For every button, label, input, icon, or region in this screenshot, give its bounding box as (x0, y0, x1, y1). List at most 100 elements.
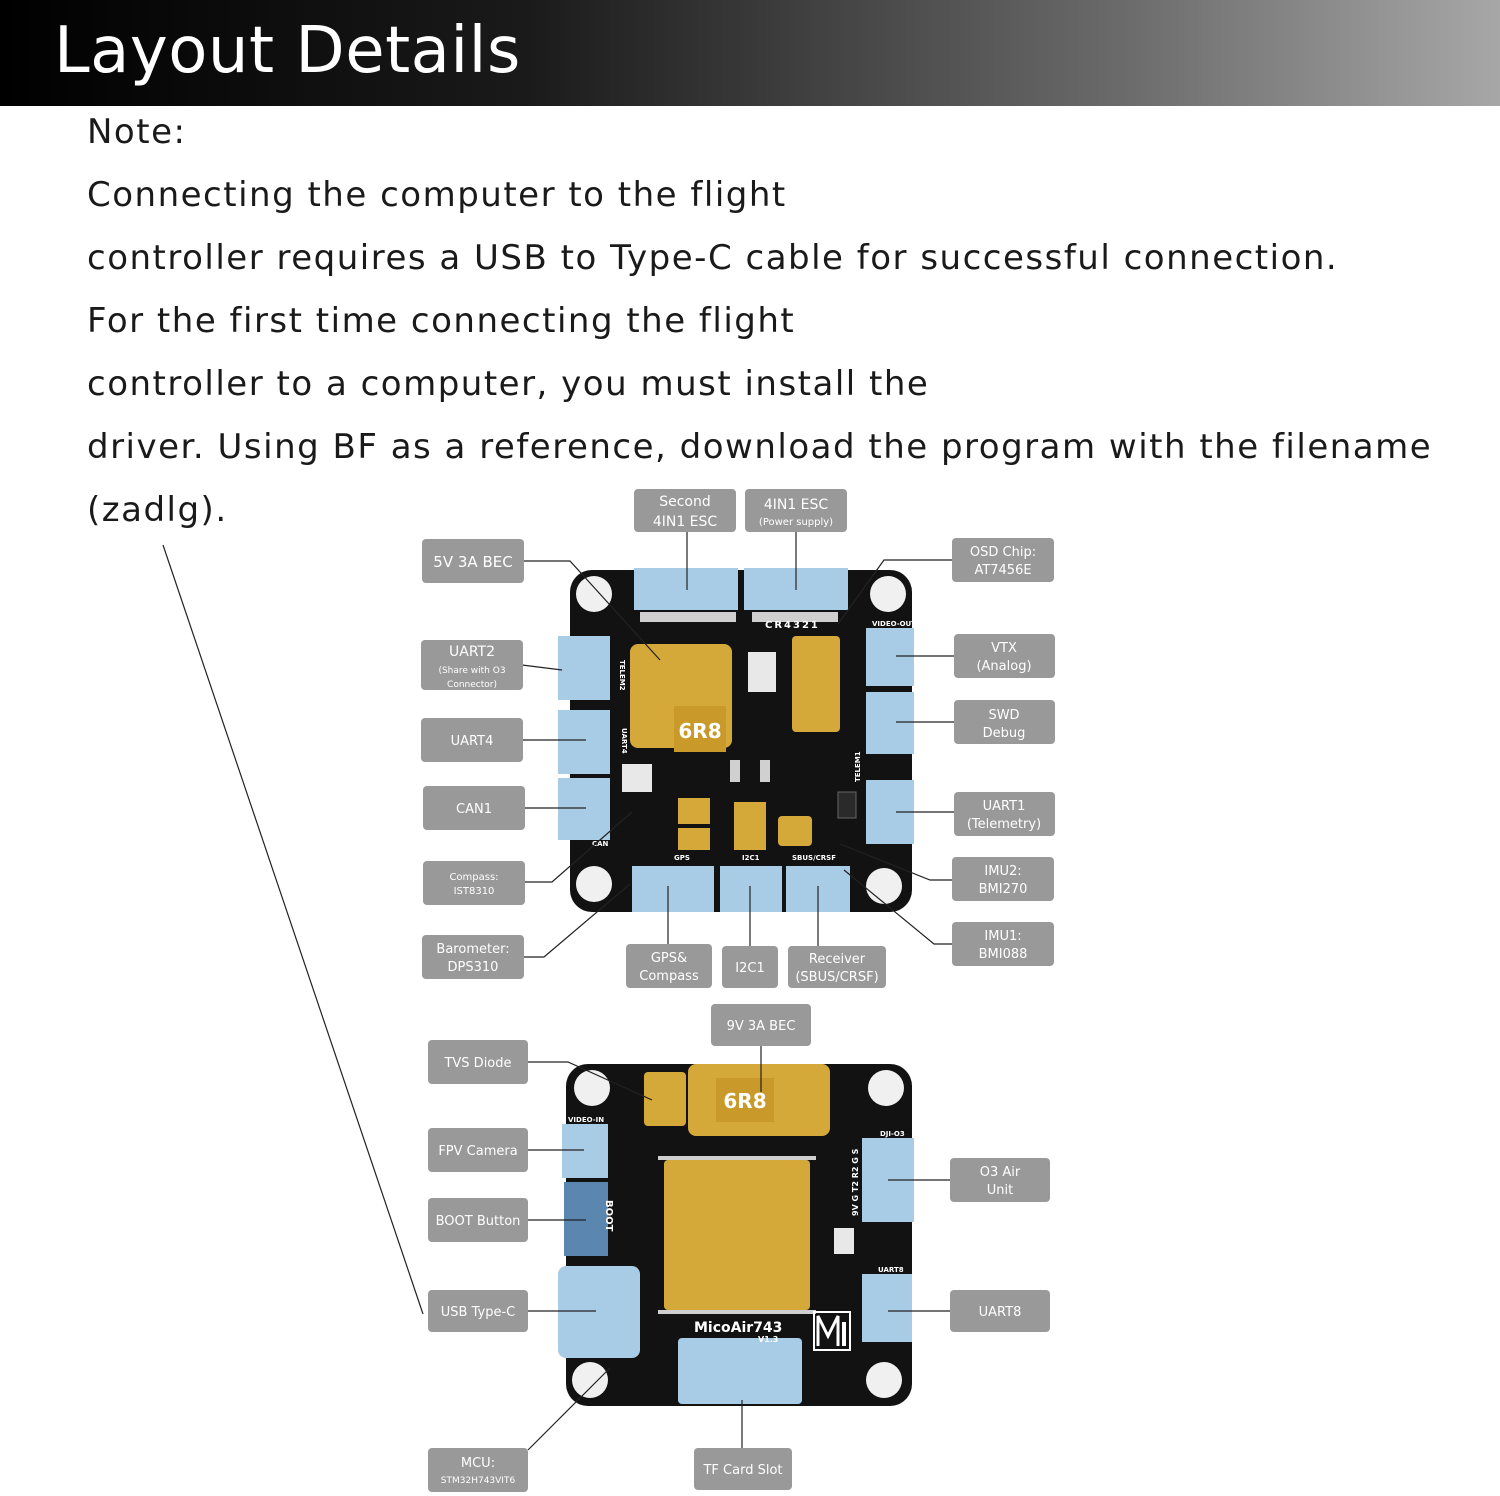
mount-hole (572, 1362, 608, 1398)
inductor-label: 6R8 (678, 719, 721, 743)
title-banner: Layout Details (0, 0, 1500, 106)
silk-telem2: TELEM2 (618, 660, 626, 691)
top-labels: Second 4IN1 ESC 4IN1 ESC (Power supply) … (421, 489, 1055, 988)
silk-pins: 9V G T2 R2 G S (851, 1148, 860, 1216)
label-imu1: IMU1: BMI088 (952, 922, 1054, 966)
svg-text:(Power supply): (Power supply) (759, 517, 833, 528)
tf-card-slot (678, 1338, 802, 1404)
crystal (748, 652, 776, 692)
label-uart4: UART4 (421, 718, 523, 762)
svg-text:(Analog): (Analog) (976, 659, 1031, 674)
label-uart1: UART1 (Telemetry) (954, 792, 1055, 836)
bottom-labels: 9V 3A BEC TVS Diode FPV Camera BOOT Butt… (428, 1004, 1050, 1492)
svg-text:UART4: UART4 (451, 734, 494, 749)
label-tvs: TVS Diode (428, 1040, 528, 1084)
svg-text:SWD: SWD (988, 708, 1019, 723)
svg-text:Compass:: Compass: (449, 872, 498, 883)
svg-text:BOOT Button: BOOT Button (436, 1214, 521, 1229)
label-swd: SWD Debug (954, 700, 1055, 744)
label-9v-bec: 9V 3A BEC (711, 1004, 811, 1046)
svg-text:STM32H743VIT6: STM32H743VIT6 (441, 1476, 516, 1486)
label-boot: BOOT Button (428, 1198, 528, 1242)
label-receiver: Receiver (SBUS/CRSF) (788, 946, 886, 988)
imu1-chip (734, 802, 766, 850)
pin-header (640, 612, 736, 622)
smd-part (760, 760, 770, 782)
svg-text:I2C1: I2C1 (735, 961, 764, 976)
can-connector (558, 778, 610, 840)
silk-cr4321: CR4321 (765, 620, 820, 631)
top-board: 6R8 CR4321 VIDEO-OUT TELEM2 UART4 TELEM1… (558, 568, 916, 912)
gps-connector (632, 866, 714, 912)
note-line: For the first time connecting the flight (87, 301, 796, 341)
silk-uart4: UART4 (620, 728, 628, 754)
mcu-pins (658, 1310, 816, 1314)
label-fpv: FPV Camera (428, 1128, 528, 1172)
svg-text:Debug: Debug (983, 726, 1026, 741)
note-line: (zadlg). (87, 490, 228, 530)
svg-text:TF Card Slot: TF Card Slot (702, 1463, 782, 1478)
svg-text:UART2: UART2 (449, 644, 495, 660)
silk-can: CAN (592, 840, 609, 848)
baro-chip (678, 828, 710, 850)
silk-version: V1.3 (758, 1335, 778, 1344)
svg-text:UART8: UART8 (979, 1305, 1022, 1320)
silk-sbus: SBUS/CRSF (792, 854, 836, 862)
svg-text:IST8310: IST8310 (454, 886, 495, 897)
uart8-connector (862, 1274, 912, 1342)
compass-chip (678, 798, 710, 824)
top-leader-lines (521, 532, 954, 958)
svg-text:DPS310: DPS310 (448, 960, 499, 975)
svg-text:IMU2:: IMU2: (984, 864, 1021, 879)
svg-text:FPV Camera: FPV Camera (438, 1144, 517, 1159)
esc2-connector (634, 568, 738, 610)
svg-text:VTX: VTX (991, 641, 1017, 656)
label-esc-power: 4IN1 ESC (Power supply) (745, 489, 847, 532)
silk-i2c: I2C1 (742, 854, 760, 862)
pin-header (752, 612, 838, 622)
inductor (674, 706, 726, 752)
smd-part (837, 791, 857, 819)
svg-text:BMI270: BMI270 (979, 882, 1028, 897)
silk-brand: MicoAir743 (694, 1320, 782, 1336)
label-imu2: IMU2: BMI270 (952, 857, 1054, 901)
svg-text:Second: Second (659, 494, 711, 510)
mount-hole (576, 576, 612, 612)
note-line: Connecting the computer to the flight (87, 175, 787, 215)
imu2-chip (778, 816, 812, 846)
swd-connector (866, 692, 914, 754)
mount-hole (868, 1070, 904, 1106)
label-can1: CAN1 (423, 786, 525, 830)
smd-part (730, 760, 740, 782)
smd-part (622, 764, 652, 792)
silk-telem1: TELEM1 (854, 751, 862, 782)
usb-c-port (558, 1266, 640, 1358)
svg-text:5V 3A BEC: 5V 3A BEC (433, 553, 512, 571)
label-mcu: MCU: STM32H743VIT6 (428, 1448, 528, 1492)
svg-text:4IN1 ESC: 4IN1 ESC (653, 514, 718, 530)
label-osd: OSD Chip: AT7456E (952, 538, 1054, 582)
svg-text:9V 3A BEC: 9V 3A BEC (727, 1019, 796, 1034)
mount-hole (576, 866, 612, 902)
mount-hole (574, 1070, 610, 1106)
svg-text:BMI088: BMI088 (979, 947, 1028, 962)
mcu-pins (658, 1156, 816, 1160)
note-line: controller requires a USB to Type-C cabl… (87, 238, 1339, 278)
svg-text:(Share with O3: (Share with O3 (438, 666, 505, 676)
label-uart2: UART2 (Share with O3 Connector) (421, 640, 523, 690)
label-vtx: VTX (Analog) (954, 634, 1055, 678)
svg-text:Barometer:: Barometer: (436, 942, 509, 957)
label-o3: O3 Air Unit (950, 1158, 1050, 1202)
inductor (716, 1078, 774, 1122)
svg-text:(SBUS/CRSF): (SBUS/CRSF) (795, 970, 878, 985)
silk-dji: DJI-O3 (880, 1130, 905, 1138)
micoair-logo-icon (813, 1311, 851, 1351)
svg-text:OSD Chip:: OSD Chip: (970, 545, 1036, 560)
svg-text:O3 Air: O3 Air (980, 1165, 1021, 1180)
label-compass: Compass: IST8310 (423, 861, 525, 905)
mount-hole (870, 576, 906, 612)
svg-text:AT7456E: AT7456E (974, 563, 1031, 578)
i2c-connector (720, 866, 782, 912)
label-gps: GPS& Compass (626, 944, 712, 988)
svg-text:Unit: Unit (987, 1183, 1013, 1198)
